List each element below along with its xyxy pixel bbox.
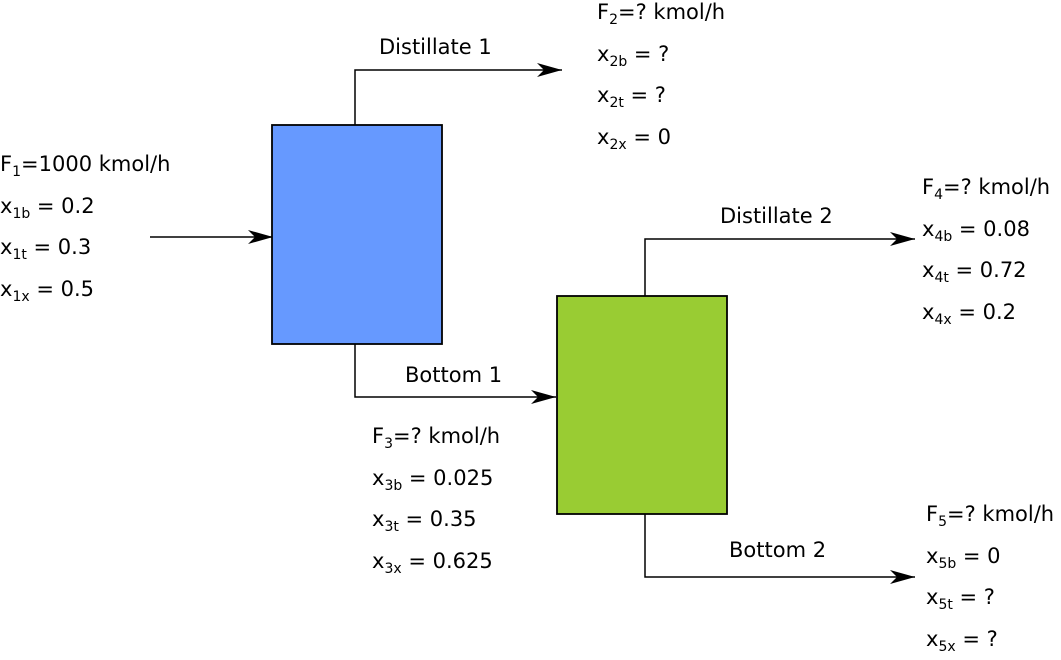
stream3-fraction-3x: x3x = 0.625 (372, 541, 500, 583)
stream3-flow-rate-subscript: 3 (384, 436, 393, 452)
stream2-fraction-2b-subscript: 2b (609, 54, 627, 70)
stream4-fraction-4b-value: = 0.08 (952, 217, 1030, 241)
column-2 (557, 296, 727, 514)
stream2-fraction-2x-symbol: x (597, 125, 609, 149)
stream5-fraction-5t-subscript: 5t (938, 597, 952, 613)
stream2-fraction-2x-subscript: 2x (609, 137, 626, 153)
feed-fraction-1x-subscript: 1x (12, 289, 29, 305)
stream4-flow-rate: F4=? kmol/h (922, 167, 1050, 209)
stream3-fraction-3t-value: = 0.35 (399, 507, 477, 531)
distillate2-label: Distillate 2 (720, 204, 833, 228)
stream5-fraction-5t-value: = ? (953, 585, 995, 609)
stream5-fraction-5b-value: = 0 (956, 544, 1000, 568)
stream4-flow-rate-symbol: F (922, 175, 934, 199)
column-1 (272, 125, 442, 344)
feed-fraction-1t-symbol: x (0, 235, 12, 259)
stream2-fraction-2b: x2b = ? (597, 34, 725, 76)
stream5-flow-rate-value: =? kmol/h (947, 502, 1054, 526)
stream2-fraction-2t-value: = ? (624, 83, 666, 107)
feed-fraction-1x: x1x = 0.5 (0, 269, 170, 311)
feed-flow-rate-symbol: F (0, 152, 12, 176)
stream4-fraction-4x-value: = 0.2 (952, 300, 1016, 324)
stream2-fraction-2t-symbol: x (597, 83, 609, 107)
stream5-fraction-5b-subscript: 5b (938, 556, 956, 572)
feed-fraction-1b-value: = 0.2 (30, 194, 94, 218)
stream3-flow-rate-symbol: F (372, 424, 384, 448)
stream3-flow-rate: F3=? kmol/h (372, 416, 500, 458)
stream3-fraction-3b-value: = 0.025 (402, 466, 493, 490)
distillate1-label: Distillate 1 (379, 35, 492, 59)
stream5-fraction-5b-symbol: x (926, 544, 938, 568)
stream4-fraction-4b: x4b = 0.08 (922, 209, 1050, 251)
stream2-fraction-2x: x2x = 0 (597, 117, 725, 159)
stream5-fraction-5t-symbol: x (926, 585, 938, 609)
stream2-fraction-2b-symbol: x (597, 42, 609, 66)
feed-fraction-1t-value: = 0.3 (27, 235, 91, 259)
stream3-fraction-3t-subscript: 3t (384, 519, 398, 535)
feed-flow-rate-subscript: 1 (12, 164, 21, 180)
stream5-flow-rate-subscript: 5 (938, 514, 947, 530)
stream4-fraction-4t-value: = 0.72 (949, 258, 1027, 282)
distillate1-stream-arrow (355, 70, 562, 125)
stream2-fraction-2x-value: = 0 (627, 125, 671, 149)
stream3-fraction-3x-subscript: 3x (384, 561, 401, 577)
stream2-fraction-2t: x2t = ? (597, 75, 725, 117)
stream4-fraction-4b-subscript: 4b (934, 229, 952, 245)
feed-fraction-1t-subscript: 1t (12, 247, 26, 263)
stream2-flow-rate: F2=? kmol/h (597, 0, 725, 34)
stream5-fraction-5x-subscript: 5x (938, 639, 955, 655)
stream5-flow-rate-symbol: F (926, 502, 938, 526)
stream5-fraction-5x-value: = ? (956, 627, 998, 651)
stream5-flow-rate: F5=? kmol/h (926, 494, 1054, 536)
stream4-fraction-4t: x4t = 0.72 (922, 250, 1050, 292)
stream4-fraction-4b-symbol: x (922, 217, 934, 241)
stream3-fraction-3x-symbol: x (372, 549, 384, 573)
distillate2-stream-arrow (645, 239, 915, 296)
stream4-flow-rate-value: =? kmol/h (943, 175, 1050, 199)
stream3-fraction-3b: x3b = 0.025 (372, 458, 500, 500)
stream4-fraction-4x-subscript: 4x (934, 312, 951, 328)
stream3-fraction-3t-symbol: x (372, 507, 384, 531)
feed-fraction-1t: x1t = 0.3 (0, 227, 170, 269)
stream4-fraction-4x: x4x = 0.2 (922, 292, 1050, 334)
stream5-fraction-5x-symbol: x (926, 627, 938, 651)
feed-fraction-1b: x1b = 0.2 (0, 186, 170, 228)
stream2-flow-rate-value: =? kmol/h (618, 0, 725, 24)
feed-flow-rate: F1=1000 kmol/h (0, 144, 170, 186)
stream3-fraction-3t: x3t = 0.35 (372, 499, 500, 541)
stream3-flow-rate-value: =? kmol/h (393, 424, 500, 448)
stream3-fraction-3b-subscript: 3b (384, 478, 402, 494)
bottom2-label: Bottom 2 (729, 538, 826, 562)
stream5-fraction-5b: x5b = 0 (926, 536, 1054, 578)
feed-fraction-1b-subscript: 1b (12, 206, 30, 222)
feed-fraction-1x-symbol: x (0, 277, 12, 301)
stream4-fraction-4x-symbol: x (922, 300, 934, 324)
stream2-fraction-2b-value: = ? (627, 42, 669, 66)
stream2-flow-rate-symbol: F (597, 0, 609, 24)
feed-fraction-1x-value: = 0.5 (30, 277, 94, 301)
stream2-fraction-2t-subscript: 2t (609, 95, 623, 111)
stream4-flow-rate-subscript: 4 (934, 187, 943, 203)
feed-flow-rate-value: =1000 kmol/h (21, 152, 170, 176)
stream2-flow-rate-subscript: 2 (609, 12, 618, 28)
stream4-fraction-4t-symbol: x (922, 258, 934, 282)
stream5-fraction-5t: x5t = ? (926, 577, 1054, 619)
bottom1-label: Bottom 1 (405, 363, 502, 387)
stream5-fraction-5x: x5x = ? (926, 619, 1054, 660)
stream3-fraction-3b-symbol: x (372, 466, 384, 490)
feed-fraction-1b-symbol: x (0, 194, 12, 218)
stream4-fraction-4t-subscript: 4t (934, 270, 948, 286)
stream3-fraction-3x-value: = 0.625 (402, 549, 493, 573)
